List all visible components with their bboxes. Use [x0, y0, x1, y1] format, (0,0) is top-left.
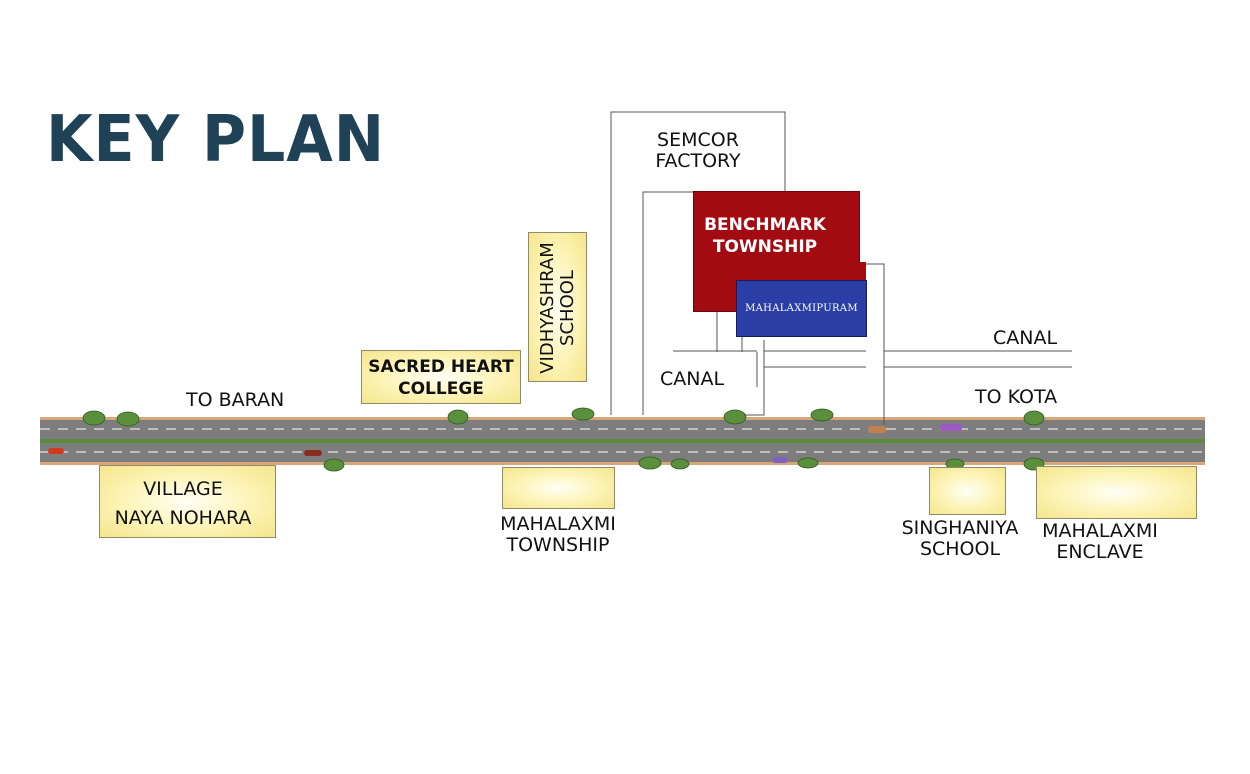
benchmark-township-label: BENCHMARK TOWNSHIP	[704, 215, 826, 257]
tree-icon	[797, 457, 819, 469]
tree-icon	[670, 458, 690, 470]
mahalaxmipuram-block[interactable]: MAHALAXMIPURAM	[736, 280, 867, 337]
page-title: KEY PLAN	[46, 103, 386, 177]
semcor-outline	[610, 111, 786, 415]
vidhyashram-school-label: VIDHYASHRAM SCHOOL	[537, 242, 578, 374]
mahalaxmi-township-box[interactable]	[502, 467, 615, 509]
tree-icon	[723, 409, 747, 425]
car	[940, 424, 962, 431]
tree-icon	[447, 409, 469, 425]
tree-icon	[810, 408, 834, 422]
tree-icon	[116, 411, 140, 427]
road-median	[40, 439, 1205, 443]
sacred-heart-college-box[interactable]: SACRED HEART COLLEGE	[361, 350, 521, 404]
car	[772, 457, 788, 463]
vidhyashram-school-box[interactable]: VIDHYASHRAM SCHOOL	[528, 232, 587, 382]
to-kota-label: TO KOTA	[975, 386, 1058, 408]
benchmark-extension	[838, 262, 866, 282]
tree-icon	[1023, 410, 1045, 426]
car	[868, 426, 886, 433]
site-right-outline	[866, 263, 885, 425]
village-naya-nohara-box[interactable]: VILLAGE NAYA NOHARA	[99, 465, 276, 538]
mahalaxmi-enclave-label: MAHALAXMI ENCLAVE	[1042, 520, 1158, 563]
singhaniya-school-box[interactable]	[929, 467, 1006, 515]
tree-icon	[638, 456, 662, 470]
to-baran-label: TO BARAN	[186, 389, 285, 411]
tree-icon	[323, 458, 345, 472]
car	[304, 450, 322, 456]
tree-icon	[571, 407, 595, 421]
mahalaxmipuram-label: MAHALAXMIPURAM	[745, 303, 858, 314]
road-edge-top	[40, 417, 1205, 420]
village-naya-nohara-label: VILLAGE NAYA NOHARA	[114, 478, 252, 529]
road-link-2	[744, 340, 765, 416]
car	[48, 448, 64, 454]
factory-inner-outline	[642, 191, 694, 415]
semcor-factory-label: SEMCOR FACTORY	[655, 129, 741, 172]
singhaniya-school-label: SINGHANIYA SCHOOL	[901, 517, 1019, 560]
mahalaxmi-township-label: MAHALAXMI TOWNSHIP	[500, 513, 616, 556]
canal-label-right: CANAL	[993, 327, 1058, 349]
road-edge-bottom	[40, 462, 1205, 465]
canal-label-left: CANAL	[660, 368, 725, 390]
sacred-heart-college-label: SACRED HEART COLLEGE	[368, 357, 514, 399]
mahalaxmi-enclave-box[interactable]	[1036, 466, 1197, 519]
tree-icon	[82, 410, 106, 426]
